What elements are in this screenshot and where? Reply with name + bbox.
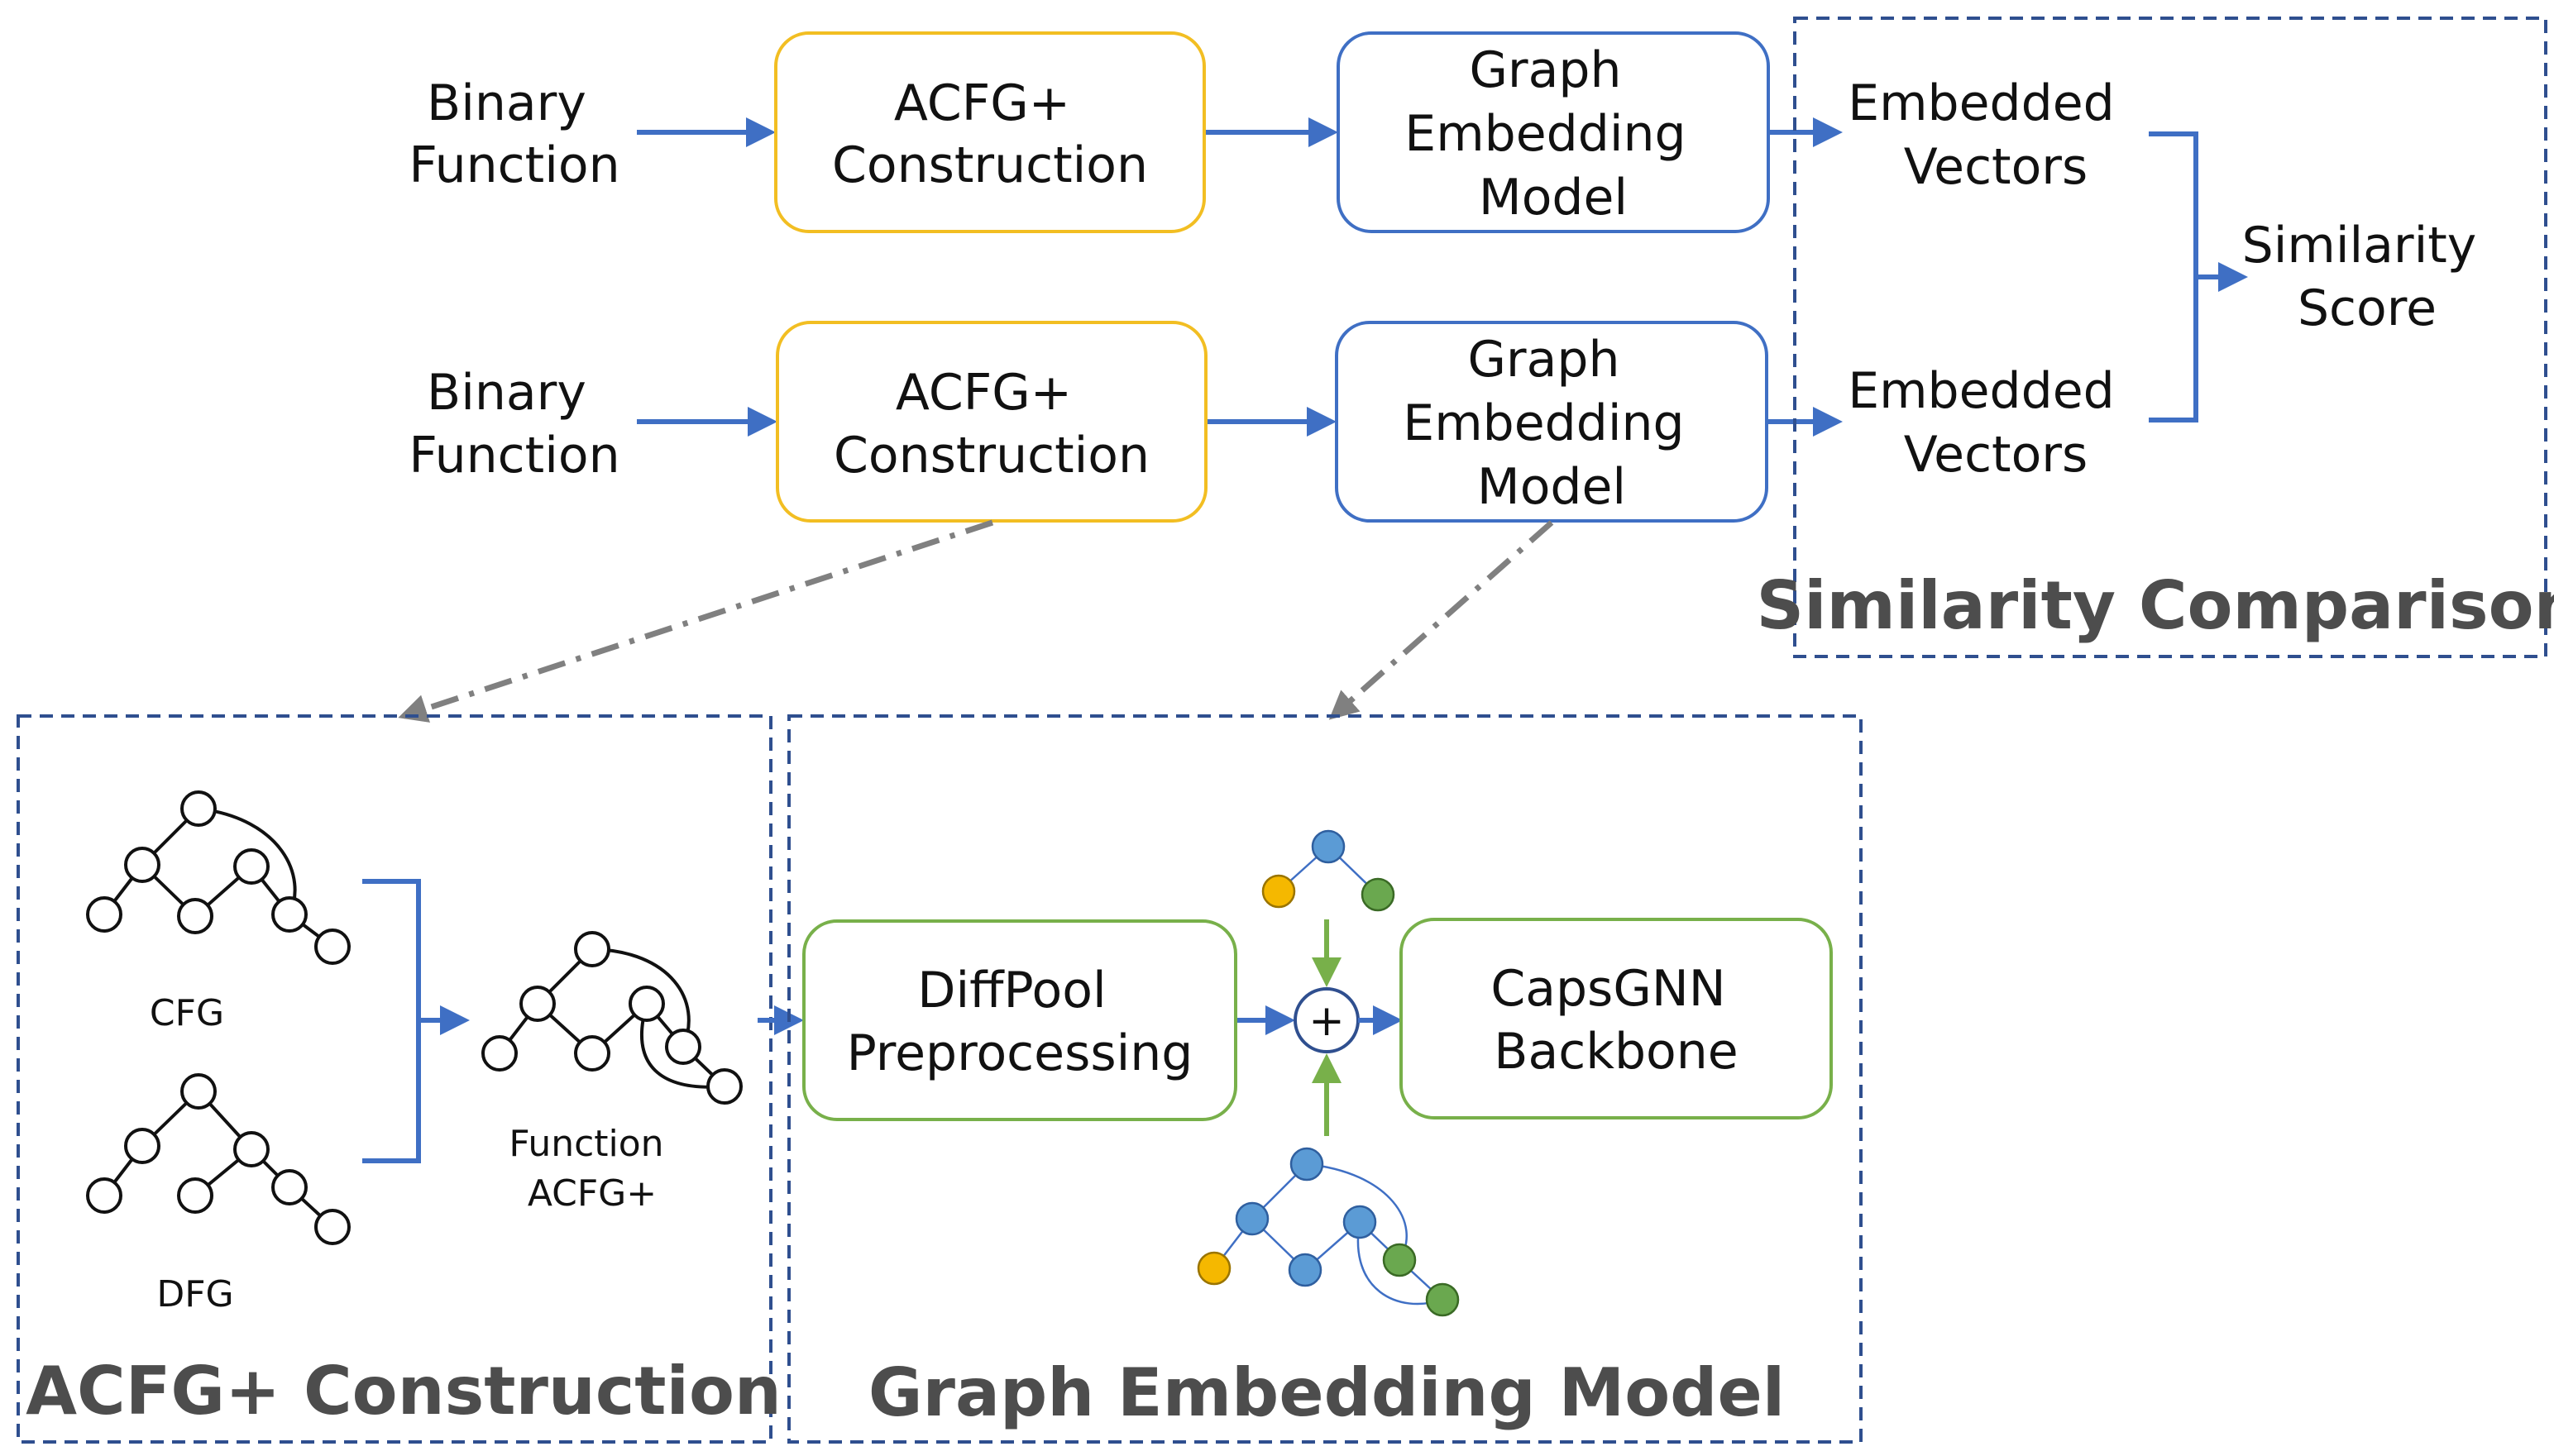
graph-node-yellow xyxy=(1197,1251,1232,1286)
row1-vectors-label: Embedded Vectors xyxy=(1848,74,2131,196)
pooled-node-green xyxy=(1361,877,1395,912)
function-acfg-node xyxy=(481,1035,518,1072)
dfg-label: DFG xyxy=(156,1273,233,1315)
similarity-panel-title: Similarity Comparison xyxy=(1756,567,2554,644)
dfg-node xyxy=(177,1177,213,1214)
function-acfg-graph xyxy=(481,931,743,1105)
row2-construction-label: ACFG+ Construction xyxy=(834,364,1150,485)
cfg-node xyxy=(86,896,122,933)
row2-construction-box xyxy=(776,321,1208,523)
row1-construction-box xyxy=(774,31,1206,233)
function-acfg-node xyxy=(665,1029,701,1065)
capsgnn-label: CapsGNN Backbone xyxy=(1490,960,1741,1081)
function-acfg-node xyxy=(629,986,665,1022)
similarity-bracket xyxy=(2149,131,2243,422)
graph-node-blue xyxy=(1235,1201,1270,1236)
cfg-graph xyxy=(86,790,351,965)
pooled-node-blue xyxy=(1311,829,1346,864)
function-acfg-node xyxy=(574,931,610,967)
dfg-node xyxy=(180,1073,217,1110)
cfg-node xyxy=(180,790,217,827)
diffpool-box xyxy=(802,919,1237,1121)
function-acfg-edges xyxy=(498,948,726,1089)
row1-model-label: Graph Embedding Model xyxy=(1404,41,1701,227)
graph-node-blue xyxy=(1342,1205,1377,1239)
cfg-node xyxy=(271,896,308,933)
dfg-node xyxy=(233,1131,270,1167)
dfg-graph xyxy=(86,1073,351,1245)
connector-to-embedding-panel xyxy=(1328,520,1554,720)
diffpool-label: DiffPool Preprocessing xyxy=(847,962,1193,1082)
pooled-graph xyxy=(1261,829,1395,912)
graph-node-blue xyxy=(1288,1253,1322,1287)
similarity-panel xyxy=(1793,17,2547,658)
plus-symbol: + xyxy=(1308,996,1345,1046)
acfg-panel-title: ACFG+ Construction xyxy=(26,1353,782,1430)
graph-node-green xyxy=(1382,1243,1417,1277)
function-acfg-label: Function ACFG+ xyxy=(509,1123,675,1215)
embedding-panel xyxy=(787,714,1863,1444)
connector-to-acfg-panel xyxy=(398,519,994,723)
dfg-node xyxy=(271,1169,308,1205)
capsgnn-box xyxy=(1399,918,1833,1119)
dfg-node xyxy=(314,1209,351,1245)
function-acfg-node xyxy=(574,1035,610,1072)
cfg-node xyxy=(314,928,351,965)
embedding-panel-title: Graph Embedding Model xyxy=(868,1354,1785,1431)
dfg-node xyxy=(86,1177,122,1214)
acfg-panel xyxy=(17,714,772,1444)
cfg-node xyxy=(177,898,213,934)
graph-node-blue xyxy=(1289,1147,1324,1182)
pooled-node-yellow xyxy=(1261,874,1296,909)
row1-model-box xyxy=(1337,31,1770,233)
row2-model-label: Graph Embedding Model xyxy=(1403,331,1700,516)
cfg-edges xyxy=(103,807,334,948)
function-acfg-node xyxy=(519,986,556,1022)
cfg-node xyxy=(233,848,270,885)
dfg-edges xyxy=(103,1090,334,1229)
row2-model-box xyxy=(1335,321,1768,523)
similarity-score-label: Similarity Score xyxy=(2242,217,2493,337)
row2-input-label: Binary Function xyxy=(409,364,619,485)
graph-node-green xyxy=(1425,1282,1460,1317)
acfg-merge-bracket xyxy=(362,879,465,1163)
row1-construction-label: ACFG+ Construction xyxy=(832,74,1148,194)
attributed-graph-edges xyxy=(1213,1162,1443,1306)
row2-vectors-label: Embedded Vectors xyxy=(1848,362,2131,484)
cfg-node xyxy=(124,847,160,883)
cfg-label: CFG xyxy=(150,992,224,1034)
row1-input-label: Binary Function xyxy=(409,74,619,194)
dfg-node xyxy=(124,1128,160,1164)
attributed-graph xyxy=(1197,1147,1460,1317)
function-acfg-node xyxy=(706,1068,743,1105)
